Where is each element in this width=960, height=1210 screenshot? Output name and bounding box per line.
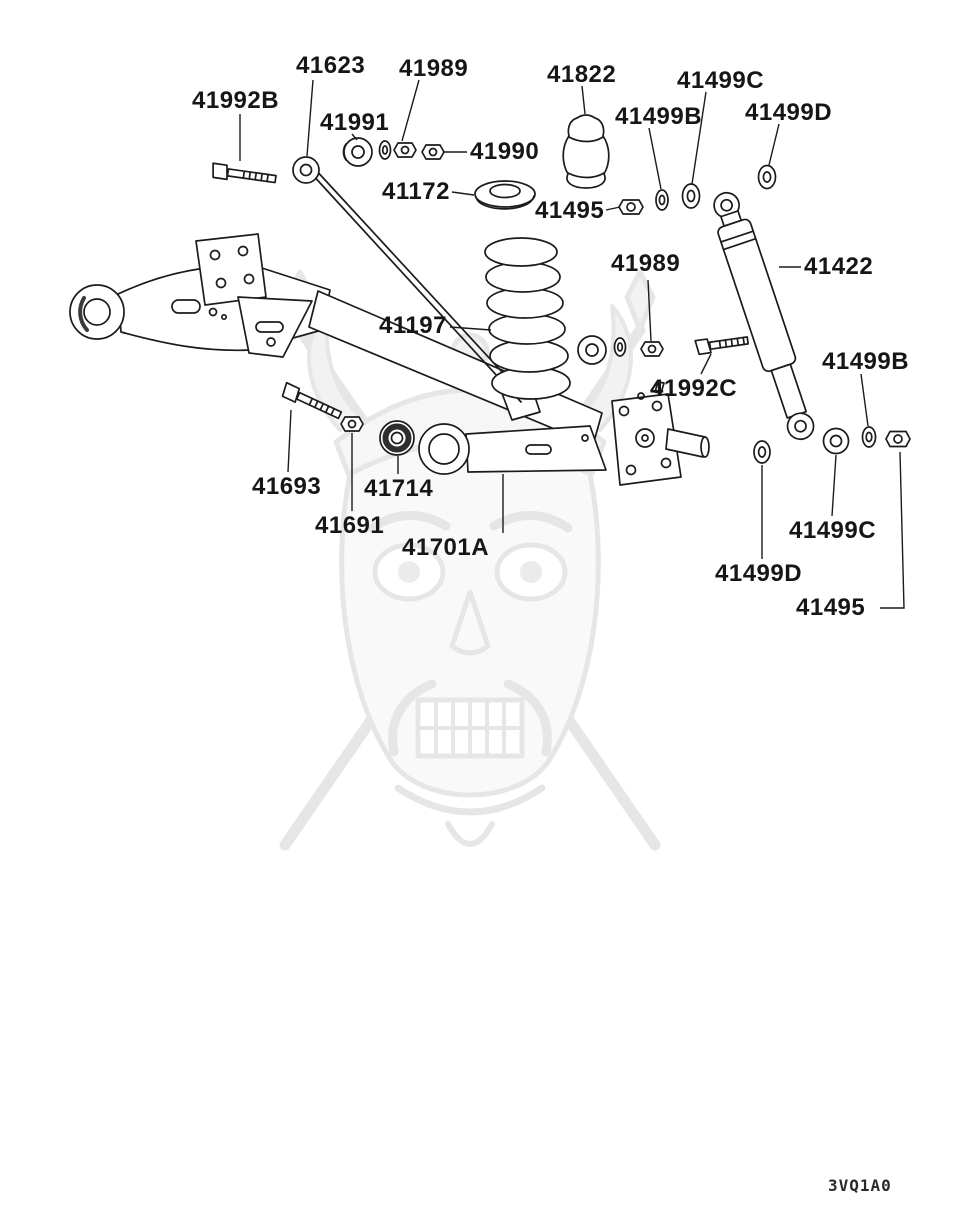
bump-stop bbox=[562, 114, 610, 189]
drawing-code: 3VQ1A0 bbox=[828, 1176, 892, 1195]
part-label-41989-mid: 41989 bbox=[611, 250, 681, 277]
part-label-41422: 41422 bbox=[804, 253, 874, 280]
part-label-41499c-lower: 41499C bbox=[789, 517, 877, 544]
coil-spring bbox=[484, 237, 571, 400]
part-label-41495-top: 41495 bbox=[535, 197, 605, 224]
part-label-41499c-top: 41499C bbox=[677, 67, 765, 94]
spindle-bracket bbox=[611, 381, 710, 486]
part-label-41499b-right: 41499B bbox=[822, 348, 910, 375]
shock-absorber bbox=[713, 191, 815, 441]
nut-41691 bbox=[340, 416, 364, 432]
part-label-41992b: 41992B bbox=[192, 87, 280, 114]
part-label-41499d-top: 41499D bbox=[745, 99, 833, 126]
rod-lower-hardware bbox=[577, 335, 750, 365]
part-label-41691: 41691 bbox=[315, 512, 385, 539]
shock-upper-hardware bbox=[618, 164, 777, 215]
part-label-41701a: 41701A bbox=[402, 534, 490, 561]
part-label-41499b-top: 41499B bbox=[615, 103, 703, 130]
part-label-41499d-lower: 41499D bbox=[715, 560, 803, 587]
part-label-41714: 41714 bbox=[364, 475, 434, 502]
part-label-41197: 41197 bbox=[379, 312, 447, 339]
axle-beam-left-arm bbox=[69, 233, 331, 358]
part-label-41172: 41172 bbox=[382, 178, 450, 205]
part-label-41822: 41822 bbox=[547, 61, 617, 88]
shock-lower-hardware bbox=[753, 426, 911, 464]
part-label-41623: 41623 bbox=[296, 52, 366, 79]
rod-bushing-hardware bbox=[342, 137, 445, 167]
bolt-41693 bbox=[281, 381, 343, 420]
part-label-41693: 41693 bbox=[252, 473, 322, 500]
part-label-41495-bottom: 41495 bbox=[796, 594, 866, 621]
part-label-41989-top: 41989 bbox=[399, 55, 469, 82]
arm-bushing bbox=[379, 420, 415, 456]
part-label-41991: 41991 bbox=[320, 109, 390, 136]
spring-upper-seat bbox=[474, 180, 536, 210]
bolt-41992b bbox=[212, 162, 277, 184]
leader-lines bbox=[239, 79, 905, 609]
lower-trailing-arm bbox=[418, 423, 607, 475]
part-label-41992c: 41992C bbox=[650, 375, 738, 402]
part-label-41990: 41990 bbox=[470, 138, 540, 165]
